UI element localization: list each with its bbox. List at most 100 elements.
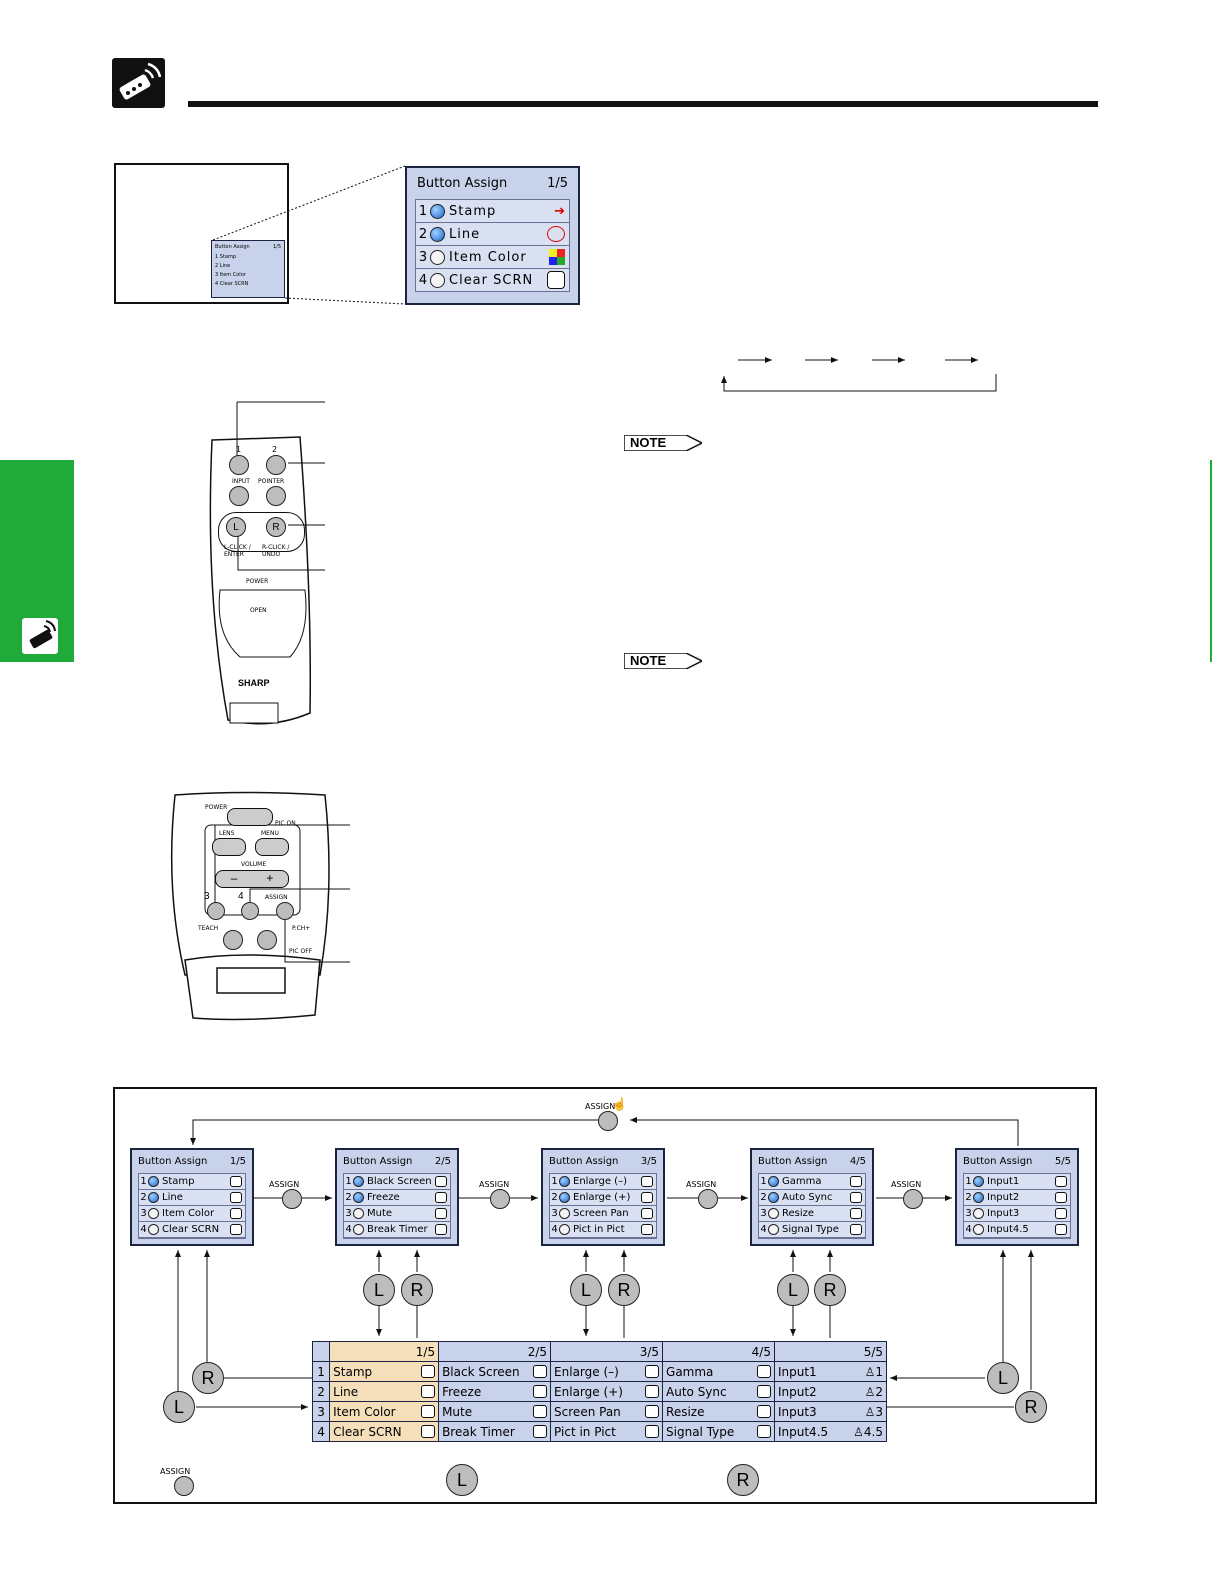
panel-item[interactable]: 1 Input1 <box>964 1174 1070 1190</box>
table-cell: Input4.5♙4.5 <box>773 1421 888 1442</box>
assign-button[interactable] <box>698 1189 718 1209</box>
assign-caption: ASSIGN <box>269 1180 300 1189</box>
function-icon <box>850 1224 862 1235</box>
button-4-label: 4 <box>238 891 244 902</box>
assign-button[interactable] <box>598 1111 618 1131</box>
table-cell: Enlarge (–) <box>550 1361 664 1382</box>
teach-button[interactable] <box>223 930 243 950</box>
panel-item[interactable]: 2 Input2 <box>964 1190 1070 1206</box>
lens-button[interactable] <box>212 838 246 856</box>
panel-item[interactable]: 2 Enlarge (+) <box>550 1190 656 1206</box>
function-icon <box>533 1365 548 1378</box>
remote-button-1[interactable] <box>229 455 249 475</box>
input-icon: ♙2 <box>864 1384 883 1399</box>
function-icon <box>435 1192 447 1203</box>
l-button[interactable]: L <box>987 1362 1019 1394</box>
panel-item[interactable]: 4 Break Timer <box>344 1222 450 1238</box>
unselected-dot-icon <box>353 1224 364 1235</box>
menu-label: MENU <box>261 830 279 837</box>
unselected-dot-icon <box>559 1224 570 1235</box>
mini-menu-item: 4 Clear SCRN <box>215 281 249 287</box>
table-cell: Break Timer <box>438 1421 552 1442</box>
panel-item[interactable]: 3 Resize <box>759 1206 865 1222</box>
panel-item[interactable]: 3 Mute <box>344 1206 450 1222</box>
l-button[interactable]: L <box>163 1391 195 1423</box>
remote-bottom-illustration: POWER PIC ON LENS MENU VOLUME –+ 3 4 ASS… <box>165 790 350 1025</box>
remote-button-4[interactable] <box>241 902 259 920</box>
open-label: OPEN <box>250 607 267 614</box>
input-button[interactable] <box>229 486 249 506</box>
panel-item[interactable]: 2 Freeze <box>344 1190 450 1206</box>
note-label: NOTE <box>630 435 667 450</box>
selected-dot-icon <box>559 1192 570 1203</box>
color-grid-icon <box>549 249 565 265</box>
table-cell: Enlarge (+) <box>550 1381 664 1402</box>
pich-button[interactable] <box>257 930 277 950</box>
remote-r-button[interactable]: R <box>266 517 286 537</box>
panel-title: Button Assign <box>758 1156 828 1167</box>
r-button[interactable]: R <box>814 1274 846 1306</box>
panel-item[interactable]: 1 Stamp <box>139 1174 245 1190</box>
l-button[interactable]: L <box>777 1274 809 1306</box>
function-icon <box>533 1425 548 1438</box>
r-button[interactable]: R <box>192 1362 224 1394</box>
cycle-arrows <box>721 357 997 392</box>
assign-button[interactable] <box>490 1189 510 1209</box>
panel-item[interactable]: 1 Black Screen <box>344 1174 450 1190</box>
unselected-dot-icon <box>973 1224 984 1235</box>
panel-item[interactable]: 4 Signal Type <box>759 1222 865 1238</box>
panel-item[interactable]: 2 Auto Sync <box>759 1190 865 1206</box>
power-label: POWER <box>205 804 228 811</box>
remote-control-icon <box>112 58 165 108</box>
remote-button-2[interactable] <box>266 455 286 475</box>
r-button[interactable]: R <box>401 1274 433 1306</box>
r-button[interactable]: R <box>608 1274 640 1306</box>
panel-item[interactable]: 1 Gamma <box>759 1174 865 1190</box>
menu-button[interactable] <box>255 838 289 856</box>
l-button[interactable]: L <box>570 1274 602 1306</box>
function-icon <box>645 1365 660 1378</box>
assign-button[interactable] <box>903 1189 923 1209</box>
table-cell: Auto Sync <box>662 1381 775 1402</box>
selected-dot-icon <box>973 1192 984 1203</box>
function-icon <box>1055 1192 1067 1203</box>
table-page-header: 3/5 <box>550 1341 664 1362</box>
panel-item[interactable]: 4 Input4.5 <box>964 1222 1070 1238</box>
panel-item[interactable]: 3 Item Color <box>139 1206 245 1222</box>
l-button[interactable]: L <box>363 1274 395 1306</box>
table-cell: Signal Type <box>662 1421 775 1442</box>
panel-item[interactable]: 4 Pict in Pict <box>550 1222 656 1238</box>
pointer-button[interactable] <box>266 486 286 506</box>
power-button[interactable] <box>227 808 273 826</box>
assign-button[interactable] <box>282 1189 302 1209</box>
panel-item[interactable]: 2 Line <box>139 1190 245 1206</box>
function-icon <box>641 1208 653 1219</box>
remote-assign-button[interactable] <box>276 902 294 920</box>
table-cell: Screen Pan <box>550 1401 664 1422</box>
function-icon <box>1055 1208 1067 1219</box>
unselected-dot-icon <box>430 272 445 288</box>
menu-item-clear-scrn[interactable]: 4 Clear SCRN <box>416 269 569 291</box>
input-icon: ♙1 <box>864 1364 883 1379</box>
panel-item[interactable]: 1 Enlarge (–) <box>550 1174 656 1190</box>
panel-item[interactable]: 3 Screen Pan <box>550 1206 656 1222</box>
volume-rocker[interactable]: –+ <box>215 870 289 888</box>
volume-label: VOLUME <box>241 861 267 868</box>
menu-item-item-color[interactable]: 3 Item Color <box>416 246 569 269</box>
assign-caption: ASSIGN <box>891 1180 922 1189</box>
function-icon <box>641 1224 653 1235</box>
panel-item[interactable]: 4 Clear SCRN <box>139 1222 245 1238</box>
r-button[interactable]: R <box>1015 1391 1047 1423</box>
menu-item-stamp[interactable]: 1 Stamp ➔ <box>416 200 569 223</box>
input-label: INPUT <box>232 478 250 485</box>
menu-title: Button Assign <box>417 176 508 191</box>
panel-item[interactable]: 3 Input3 <box>964 1206 1070 1222</box>
function-icon <box>756 1385 771 1398</box>
remote-l-button[interactable]: L <box>226 517 246 537</box>
function-icon <box>756 1405 771 1418</box>
remote-button-3[interactable] <box>207 902 225 920</box>
menu-item-line[interactable]: 2 Line <box>416 223 569 246</box>
